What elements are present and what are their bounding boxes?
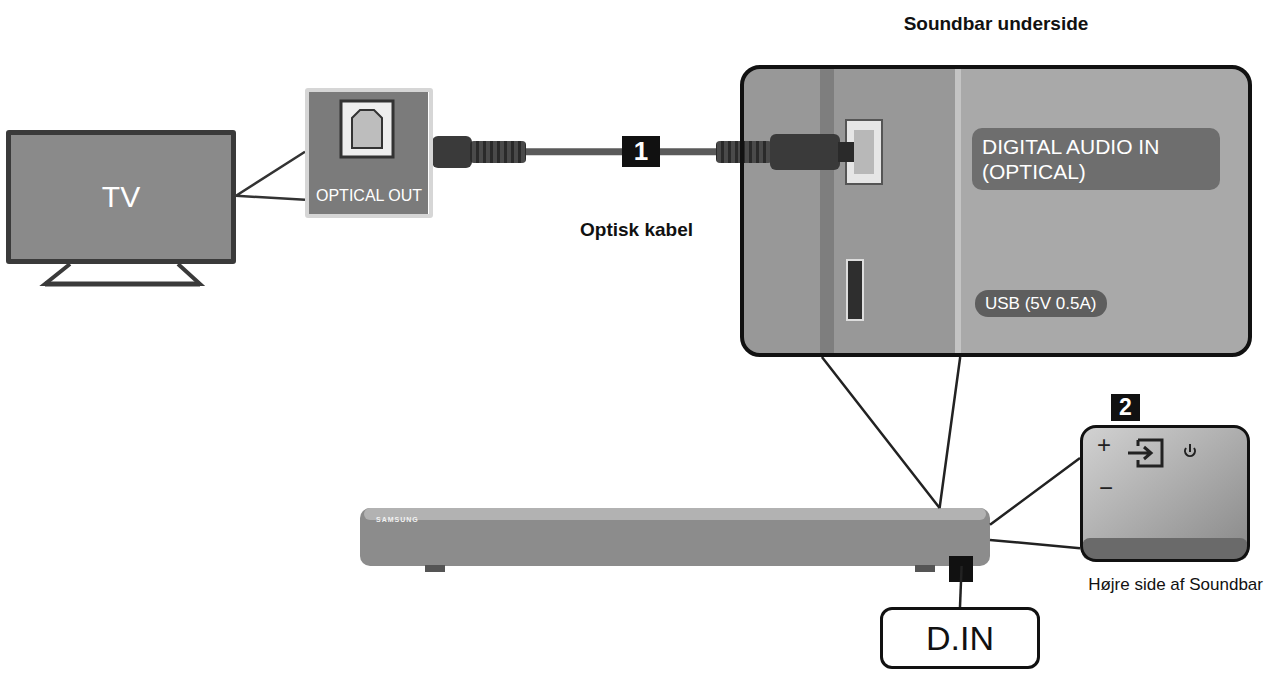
soundbar-body: [360, 508, 990, 566]
callout-wedge: [236, 152, 305, 200]
port-name: OPTICAL OUT: [316, 187, 422, 205]
usb-port: [847, 260, 863, 320]
port-label: USB (5V 0.5A): [975, 290, 1107, 317]
underside-recess: [742, 67, 955, 355]
callout-number: 1: [622, 136, 660, 167]
plug-strain-relief: [716, 141, 772, 163]
callout-number: 2: [1111, 394, 1140, 421]
tv-stand: [45, 264, 200, 284]
port-label: DIGITAL AUDIO IN (OPTICAL): [972, 128, 1220, 190]
power-icon: [1185, 444, 1195, 456]
port-name: DIGITAL AUDIO IN (OPTICAL): [982, 134, 1212, 184]
port-name: USB (5V 0.5A): [985, 293, 1097, 314]
display-text: D.IN: [926, 619, 994, 658]
soundbar-top: [364, 508, 986, 520]
detail-view: Soundbar undersideDIGITAL AUDIO IN (OPTI…: [740, 65, 1252, 357]
soundbar-foot: [915, 565, 935, 572]
soundbar: SAMSUNG: [360, 508, 990, 566]
port-callout-box: OPTICAL OUT: [305, 88, 433, 218]
plug-tip: [838, 142, 854, 162]
optical-in-opening: [854, 130, 874, 174]
optical-port: [341, 101, 393, 157]
underside-panel: [742, 67, 1250, 355]
device-name: TV: [102, 180, 140, 214]
panel-caption: Højre side af Soundbar: [1088, 575, 1263, 595]
side-panel: [1082, 427, 1248, 560]
input-arrow: [1128, 447, 1151, 459]
optical-panel: [307, 90, 428, 216]
tv-screen: TV: [6, 130, 236, 264]
callout-wedge: [990, 458, 1080, 548]
optical-port-opening: [352, 110, 382, 148]
plug-body: [770, 134, 840, 170]
display-callout: D.IN: [880, 607, 1040, 669]
soundbar-foot: [425, 565, 445, 572]
volume-down-symbol: −: [1099, 476, 1113, 500]
view-heading: Soundbar underside: [744, 13, 1248, 35]
brand-mark: SAMSUNG: [376, 516, 419, 523]
tv-base: [45, 282, 200, 287]
plug-strain-relief: [470, 141, 526, 163]
callout-wedge: [822, 357, 960, 508]
side-panel-bottom: [1082, 538, 1248, 560]
recess-edge: [820, 67, 834, 355]
recess-highlight: [955, 67, 961, 355]
volume-up-symbol: +: [1097, 433, 1111, 457]
plug-body: [432, 136, 472, 168]
leader-line: [960, 566, 962, 607]
cable-name: Optisk kabel: [577, 219, 696, 241]
